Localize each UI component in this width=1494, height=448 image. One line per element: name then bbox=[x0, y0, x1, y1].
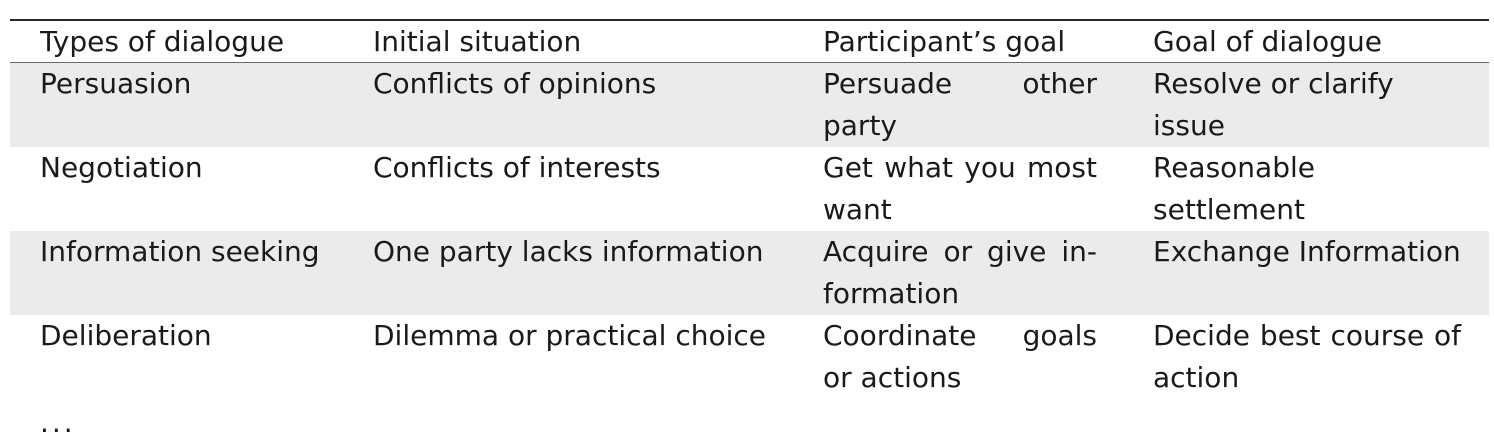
cell-goal-of-dialogue: Reasonable settlement bbox=[1153, 151, 1315, 226]
header-participants-goal: Participant’s goal bbox=[823, 25, 1066, 58]
cell-participants-goal: Persuade other party bbox=[792, 63, 1107, 147]
table-header-rule bbox=[10, 62, 1489, 63]
cell-goal-of-dialogue: Exchange Information bbox=[1107, 231, 1489, 315]
dialogue-types-table: Types of dialogue Initial situation Part… bbox=[10, 19, 1489, 399]
table-row: Persuasion Conflicts of opinions Persuad… bbox=[10, 63, 1489, 147]
cell-dialogue-type: Deliberation bbox=[40, 319, 212, 352]
table-header-row: Types of dialogue Initial situation Part… bbox=[10, 21, 1489, 62]
table-continuation-ellipsis: ... bbox=[40, 406, 76, 439]
cell-dialogue-type: Negotiation bbox=[40, 151, 203, 184]
cell-goal-of-dialogue: Decide best course of action bbox=[1153, 319, 1461, 394]
table-row: Negotiation Conflicts of interests Get w… bbox=[10, 147, 1489, 231]
cell-goal-of-dialogue: Resolve or clarify issue bbox=[1107, 63, 1489, 147]
cell-participants-goal: Get what you most want bbox=[823, 151, 1097, 226]
cell-participants-goal: Coordinate goals or actions bbox=[823, 319, 1097, 394]
table-row: Deliberation Dilemma or practical choice… bbox=[10, 315, 1489, 399]
table-row: Information seeking One party lacks info… bbox=[10, 231, 1489, 315]
cell-initial-situation: Dilemma or practical choice bbox=[373, 319, 766, 352]
table-body: Persuasion Conflicts of opinions Persuad… bbox=[10, 63, 1489, 399]
cell-initial-situation: Conflicts of opinions bbox=[342, 63, 792, 147]
table: Types of dialogue Initial situation Part… bbox=[10, 21, 1489, 62]
header-goal-of-dialogue: Goal of dialogue bbox=[1153, 25, 1382, 58]
header-initial-situation: Initial situation bbox=[373, 25, 582, 58]
table-top-rule bbox=[10, 19, 1489, 21]
header-types-of-dialogue: Types of dialogue bbox=[40, 25, 285, 58]
cell-initial-situation: One party lacks information bbox=[342, 231, 792, 315]
cell-dialogue-type: Persuasion bbox=[10, 63, 342, 147]
cell-participants-goal: Acquire or give in-formation bbox=[792, 231, 1107, 315]
cell-dialogue-type: Information seeking bbox=[10, 231, 342, 315]
cell-initial-situation: Conflicts of interests bbox=[373, 151, 661, 184]
